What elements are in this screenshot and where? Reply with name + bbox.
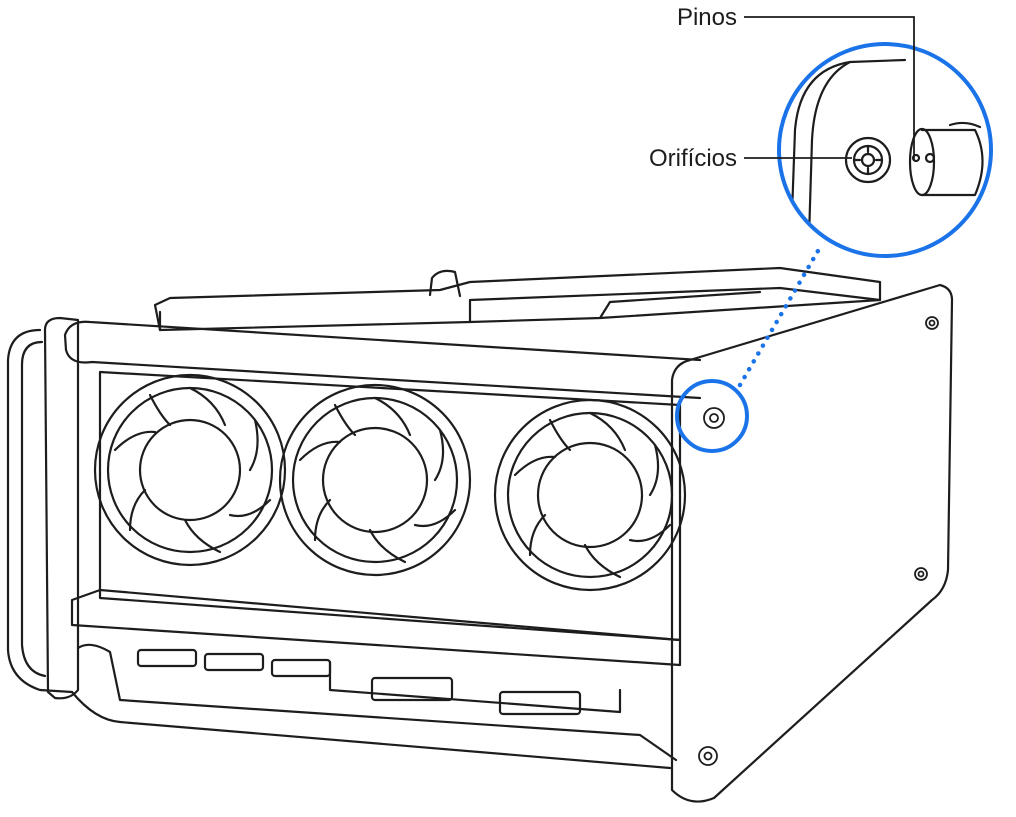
fan-module-illustration	[6, 266, 954, 803]
fan-1	[93, 373, 287, 567]
back-handle-bar	[63, 320, 702, 400]
holes-label: Orifícios	[649, 145, 737, 172]
bottom-rail	[76, 643, 678, 762]
zoom-pin	[908, 121, 984, 197]
pins-callout: Pinos	[677, 4, 915, 160]
left-frame-post	[43, 316, 80, 700]
left-handle-inner	[20, 340, 47, 678]
zoom-panel-edge-inner	[806, 60, 852, 256]
top-cover	[153, 266, 882, 332]
fan-2	[278, 383, 472, 577]
fan-3	[493, 398, 687, 592]
zoom-border	[777, 42, 993, 258]
right-side-panel	[670, 283, 954, 803]
pins-leader-line	[744, 16, 915, 160]
zoom-inset	[777, 42, 993, 258]
bottom-rail-outer	[70, 690, 672, 770]
side-panel-screws	[698, 316, 939, 766]
dotted-connector	[737, 241, 825, 388]
zoom-hole	[844, 136, 892, 184]
top-cover-handle	[428, 269, 462, 298]
holes-callout: Orifícios	[649, 145, 852, 172]
pins-label: Pinos	[677, 4, 737, 31]
zoom-panel-edge	[788, 58, 907, 256]
left-handle	[6, 328, 74, 694]
connector-ports	[136, 648, 622, 716]
lower-shelf	[70, 588, 682, 667]
highlight-circle	[675, 379, 749, 453]
